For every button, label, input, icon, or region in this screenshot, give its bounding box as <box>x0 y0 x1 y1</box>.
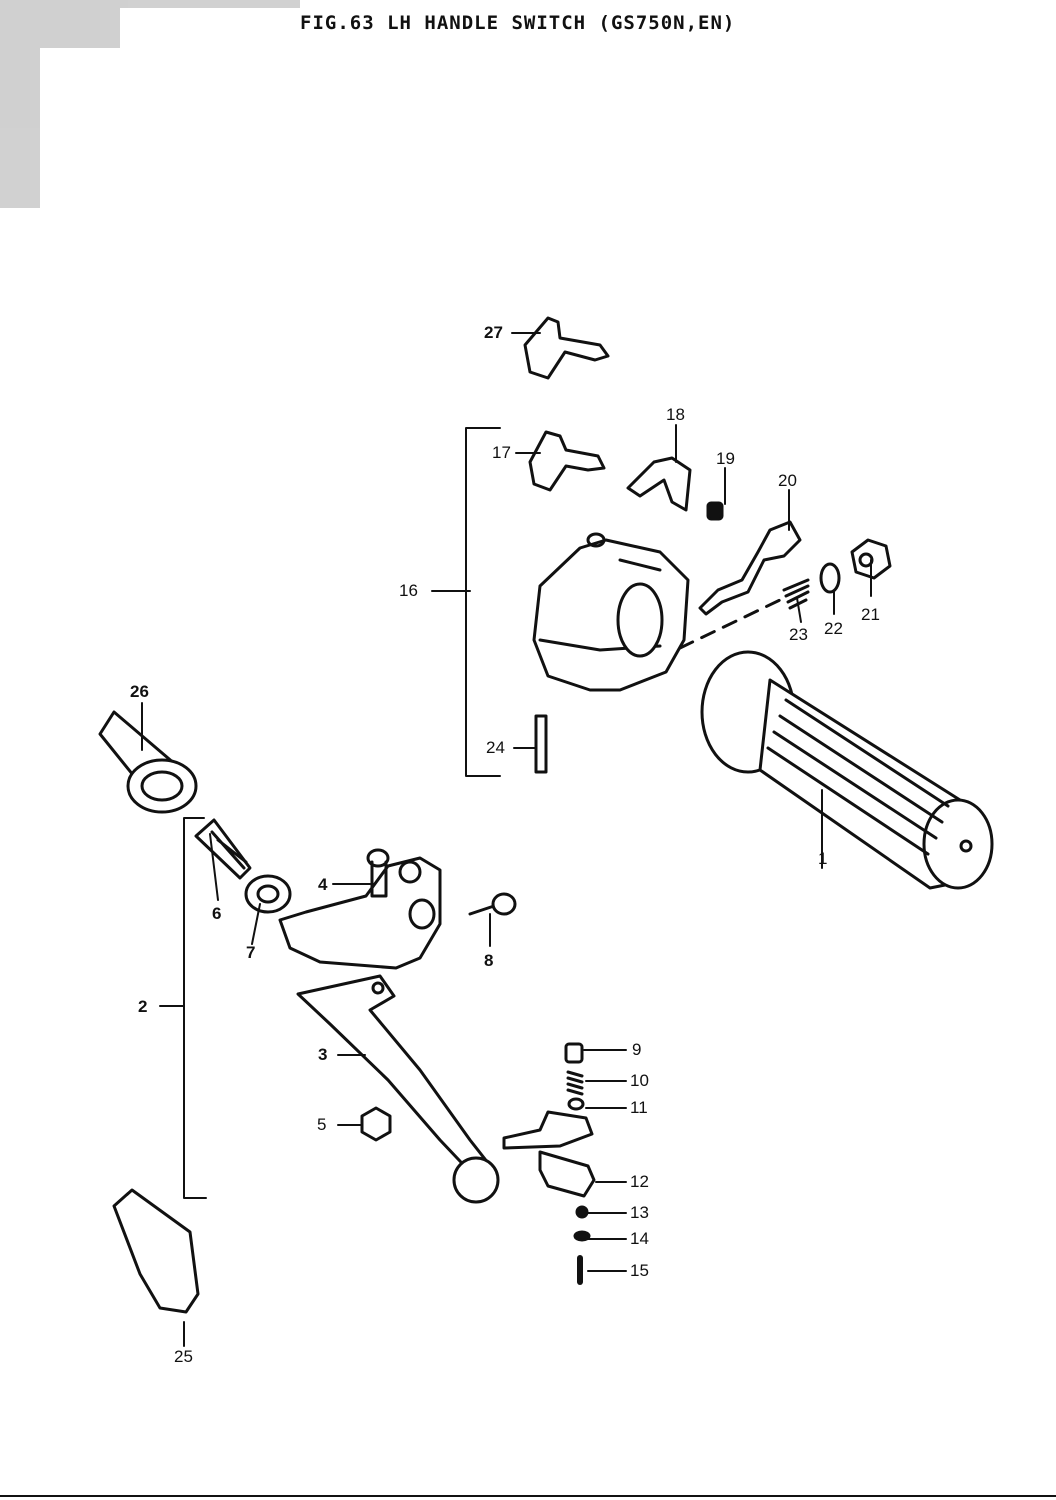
label-part-13: 13 <box>630 1203 649 1222</box>
part-5-shape <box>360 1106 392 1142</box>
part-22-shape <box>819 562 841 594</box>
part-1-grip <box>700 650 994 890</box>
part-25-shape <box>112 1188 200 1314</box>
leader-lines <box>141 332 872 1347</box>
label-part-2: 2 <box>138 997 148 1016</box>
part-18-shape <box>626 456 692 512</box>
lever-holder <box>278 856 442 970</box>
part-8-shape <box>468 892 517 916</box>
part-24-shape <box>534 714 548 774</box>
part-16-housing <box>532 532 690 692</box>
label-part-23: 23 <box>789 625 808 644</box>
label-part-6: 6 <box>212 904 222 923</box>
figure-title: FIG.63 LH HANDLE SWITCH (GS750N,EN) <box>300 12 736 34</box>
label-part-1: 1 <box>818 849 828 868</box>
label-part-21: 21 <box>861 605 880 624</box>
label-part-5: 5 <box>317 1115 327 1134</box>
starter-switch-parts <box>502 1042 596 1285</box>
part-19-shape <box>706 501 724 521</box>
label-part-19: 19 <box>716 449 735 468</box>
label-part-3: 3 <box>318 1045 328 1064</box>
part-7-shape <box>244 874 292 914</box>
label-part-14: 14 <box>630 1229 649 1248</box>
label-part-11: 11 <box>630 1098 648 1117</box>
label-part-22: 22 <box>824 619 843 638</box>
part-4-shape <box>366 848 390 898</box>
label-part-26: 26 <box>130 682 149 701</box>
part-17-shape <box>528 430 606 492</box>
part-27-shape <box>523 316 610 380</box>
label-part-9: 9 <box>632 1040 642 1059</box>
part-26-shape <box>98 710 198 814</box>
label-part-16: 16 <box>399 581 418 600</box>
label-part-4: 4 <box>318 875 328 894</box>
part-6-shape <box>194 818 252 880</box>
part-20-shape <box>698 520 802 616</box>
label-part-10: 10 <box>630 1071 649 1090</box>
label-part-17: 17 <box>492 443 511 462</box>
label-part-15: 15 <box>630 1261 649 1280</box>
label-part-27: 27 <box>484 323 503 342</box>
part-23-shape <box>782 578 810 610</box>
label-part-8: 8 <box>484 951 494 970</box>
label-part-25: 25 <box>174 1347 193 1366</box>
label-part-20: 20 <box>778 471 797 490</box>
label-part-7: 7 <box>246 943 256 962</box>
part-3-lever <box>296 974 500 1204</box>
label-part-18: 18 <box>666 405 685 424</box>
scan-noise <box>0 0 300 208</box>
label-part-24: 24 <box>486 738 505 757</box>
label-part-12: 12 <box>630 1172 649 1191</box>
